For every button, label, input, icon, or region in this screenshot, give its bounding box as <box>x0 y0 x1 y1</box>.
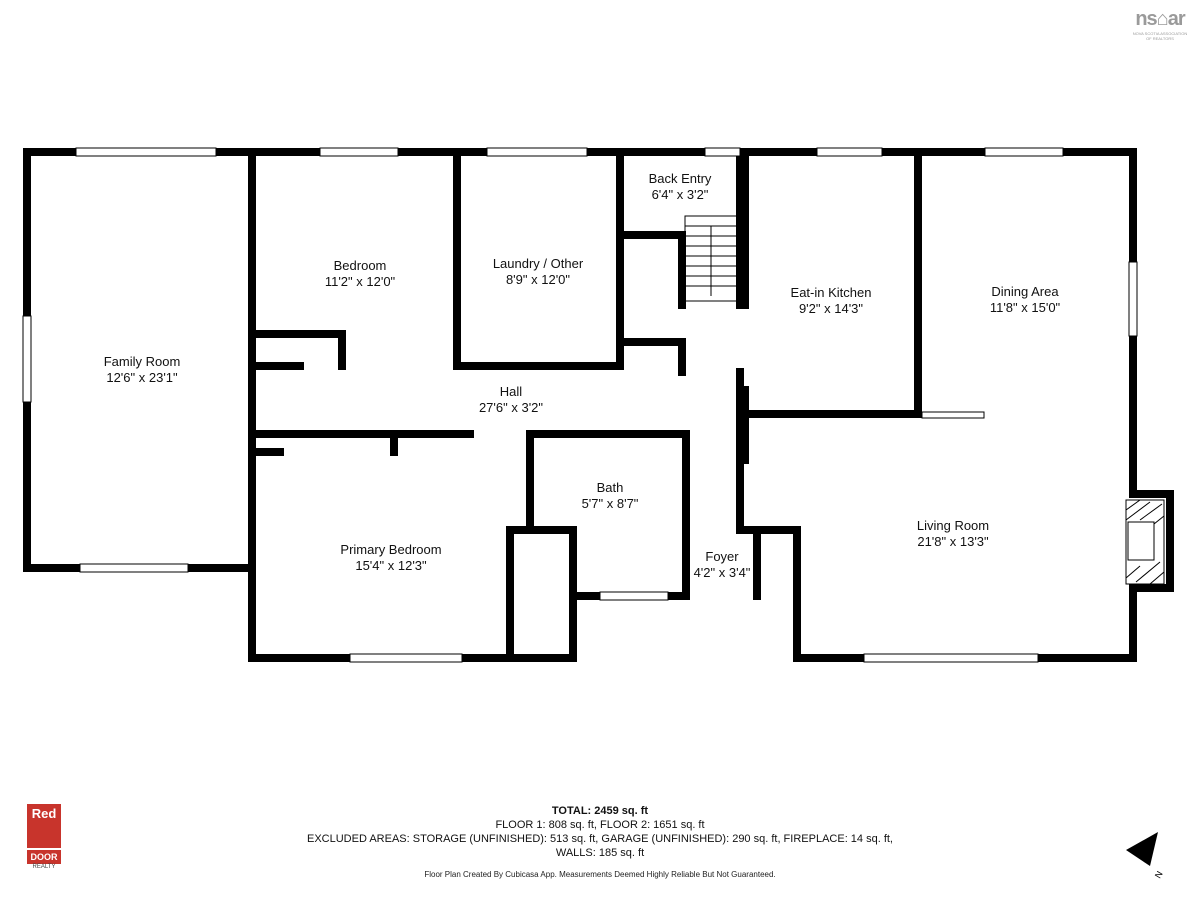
red-door-word: Red <box>27 804 61 848</box>
red-door-realty-logo: Red DOOR REALTY <box>27 804 61 874</box>
room-name-bedroom: Bedroom <box>334 258 387 273</box>
room-name-primary-bedroom: Primary Bedroom <box>340 542 441 557</box>
disclaimer: Floor Plan Created By Cubicasa App. Meas… <box>424 870 776 879</box>
room-name-living-room: Living Room <box>917 518 989 533</box>
stairs <box>684 215 738 302</box>
room-name-eat-in-kitchen: Eat-in Kitchen <box>791 285 872 300</box>
room-dims-primary-bedroom: 15'4" x 12'3" <box>355 558 427 573</box>
room-name-foyer: Foyer <box>705 549 739 564</box>
nsar-subtitle-1: NOVA SCOTIA ASSOCIATION <box>1132 31 1188 36</box>
total-area: TOTAL: 2459 sq. ft <box>551 805 649 817</box>
excluded-areas: EXCLUDED AREAS: STORAGE (UNFINISHED): 51… <box>306 833 893 845</box>
room-name-back-entry: Back Entry <box>649 171 712 186</box>
room-labels: Family Room 12'6" x 23'1" Bedroom 11'2" … <box>104 171 1061 580</box>
room-name-bath: Bath <box>597 480 624 495</box>
fireplace <box>1125 499 1165 585</box>
nsar-logo-text: ns⌂ar <box>1135 8 1185 30</box>
room-dims-dining-area: 11'8" x 15'0" <box>990 300 1061 315</box>
room-dims-hall: 27'6" x 3'2" <box>479 400 543 415</box>
room-name-hall: Hall <box>500 384 523 399</box>
floor-areas: FLOOR 1: 808 sq. ft, FLOOR 2: 1651 sq. f… <box>495 819 705 831</box>
room-dims-living-room: 21'8" x 13'3" <box>917 534 989 549</box>
room-dims-family-room: 12'6" x 23'1" <box>106 370 178 385</box>
windows <box>22 147 1138 663</box>
red-door-door: DOOR <box>27 850 61 864</box>
room-name-dining-area: Dining Area <box>991 284 1059 299</box>
nsar-subtitle-2: OF REALTORS <box>1146 36 1174 41</box>
compass-label: N <box>1153 869 1165 880</box>
walls <box>23 148 1174 662</box>
area-summary: TOTAL: 2459 sq. ft FLOOR 1: 808 sq. ft, … <box>250 804 950 860</box>
room-name-family-room: Family Room <box>104 354 181 369</box>
nsar-logo: ns⌂ar NOVA SCOTIA ASSOCIATION OF REALTOR… <box>1130 8 1190 41</box>
room-dims-foyer: 4'2" x 3'4" <box>694 565 751 580</box>
north-arrow-icon: N <box>1126 832 1165 880</box>
room-dims-bath: 5'7" x 8'7" <box>582 496 639 511</box>
red-door-realty: REALTY <box>32 864 56 870</box>
room-dims-laundry: 8'9" x 12'0" <box>506 272 570 287</box>
walls-area: WALLS: 185 sq. ft <box>555 847 645 859</box>
room-dims-back-entry: 6'4" x 3'2" <box>652 187 709 202</box>
room-dims-bedroom: 11'2" x 12'0" <box>325 274 396 289</box>
room-dims-eat-in-kitchen: 9'2" x 14'3" <box>799 301 863 316</box>
room-name-laundry: Laundry / Other <box>493 256 584 271</box>
